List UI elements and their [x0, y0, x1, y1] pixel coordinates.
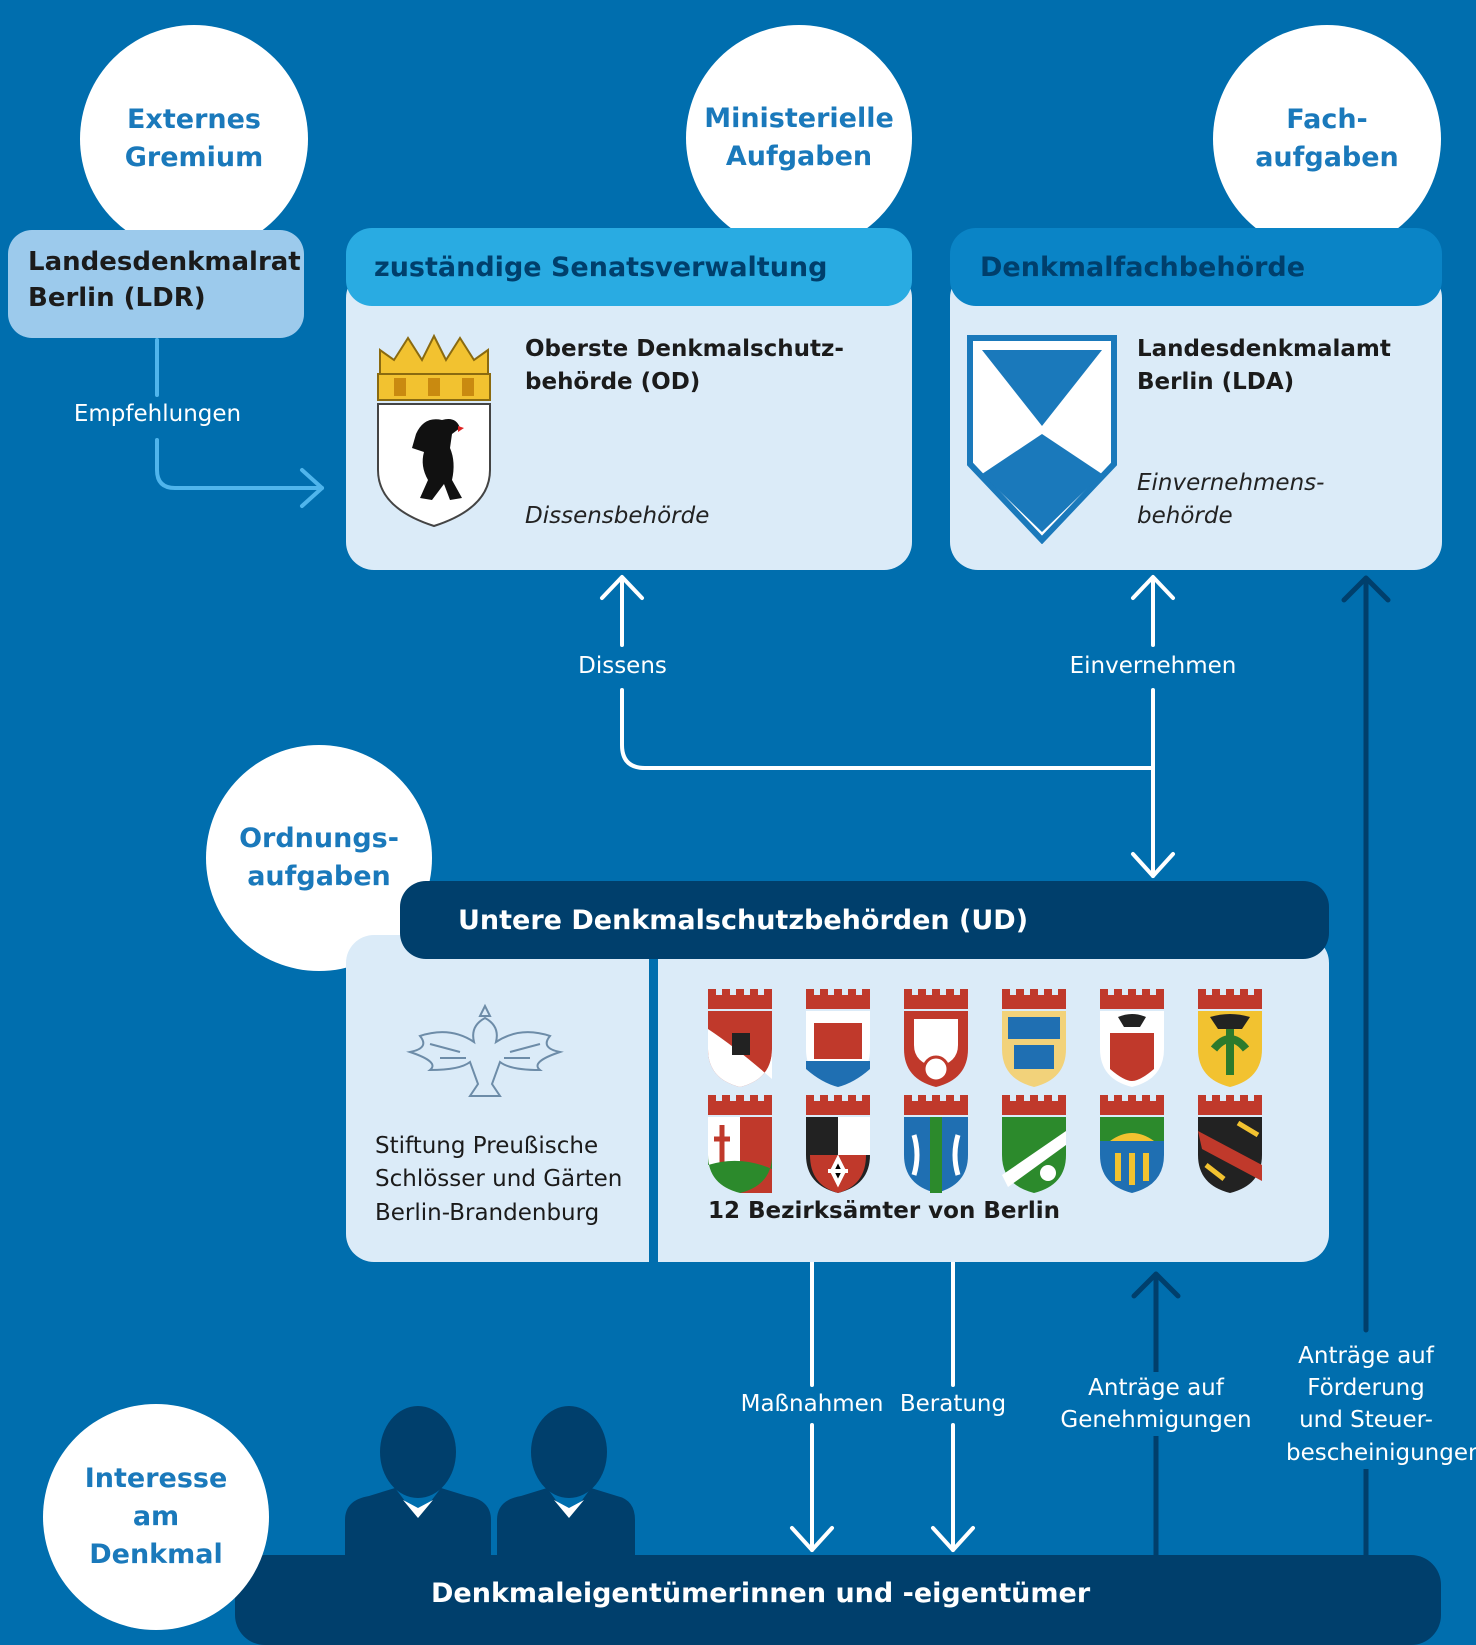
prussian-eagle-icon [406, 1003, 564, 1097]
ud-divider [649, 959, 658, 1262]
marzahn-hellersdorf-crest-icon [1002, 1095, 1066, 1193]
empfehlungen-arrow [155, 338, 324, 508]
fachaufgaben-circle: Fach- aufgaben [1213, 25, 1441, 253]
berlin-coat-of-arms-icon [377, 333, 491, 528]
senat-header: zuständige Senatsverwaltung [346, 228, 912, 306]
externes-gremium-circle: Externes Gremium [80, 25, 308, 253]
charlottenburg-wilmersdorf-crest-icon [1002, 989, 1066, 1087]
ud-header-title: Untere Denkmalschutzbehörden (UD) [458, 904, 1029, 936]
people-icon [345, 1406, 635, 1560]
fachbehoerde-authority: Landesdenkmalamt Berlin (LDA) [1137, 336, 1391, 396]
fachbehoerde-role: Einvernehmens- behörde [1137, 470, 1325, 530]
owners-label: Denkmaleigentümerinnen und -eigentümer [431, 1577, 1091, 1609]
dissens-label: Dissens [578, 653, 667, 679]
owners-bar: Denkmaleigentümerinnen und -eigentümer [235, 1555, 1441, 1645]
einvernehmen-label: Einvernehmen [1069, 653, 1237, 679]
senat-header-title: zuständige Senatsverwaltung [374, 251, 828, 283]
district-crests [708, 989, 1262, 1193]
empfehlungen-label: Empfehlungen [70, 398, 245, 431]
fachbehoerde-header-title: Denkmalfachbehörde [980, 251, 1306, 283]
beratung-label: Beratung [895, 1388, 1011, 1421]
lda-shield-icon [967, 335, 1117, 544]
interesse-circle: Interesse am Denkmal [43, 1404, 269, 1630]
mitte-crest-icon [708, 989, 772, 1087]
neukoelln-crest-icon [806, 1095, 870, 1193]
tempelhof-schoeneberg-crest-icon [708, 1095, 772, 1193]
massnahmen-label: Maßnahmen [732, 1388, 892, 1421]
steglitz-zehlendorf-crest-icon [1198, 989, 1262, 1087]
lichtenberg-crest-icon [1100, 1095, 1164, 1193]
fachbehoerde-header: Denkmalfachbehörde [950, 228, 1442, 306]
friedrichshain-kreuzberg-crest-icon [806, 989, 870, 1087]
ldr-title: Landesdenkmalrat Berlin (LDR) [28, 247, 301, 314]
ordnungsaufgaben-circle: Ordnungs- aufgaben [206, 745, 432, 971]
reinickendorf-crest-icon [1198, 1095, 1262, 1193]
spandau-crest-icon [1100, 989, 1164, 1087]
ldr-box: Landesdenkmalrat Berlin (LDR) [8, 230, 304, 338]
ministerielle-aufgaben-circle: Ministerielle Aufgaben [686, 25, 912, 251]
dissens-arrow [620, 578, 1155, 770]
bezirke-label: 12 Bezirksämter von Berlin [708, 1198, 1060, 1224]
stiftung-text: Stiftung Preußische Schlösser und Gärten… [375, 1133, 623, 1226]
ud-header: Untere Denkmalschutzbehörden (UD) [400, 881, 1329, 959]
senat-role: Dissensbehörde [525, 503, 710, 529]
senat-authority: Oberste Denkmalschutz- behörde (OD) [525, 336, 844, 396]
antraege-foerderung-label: Anträge auf Förderung und Steuer- besche… [1286, 1340, 1476, 1469]
antraege-genehmigung-label: Anträge auf Genehmigungen [1055, 1372, 1257, 1437]
treptow-koepenick-crest-icon [904, 1095, 968, 1193]
pankow-crest-icon [904, 989, 968, 1087]
